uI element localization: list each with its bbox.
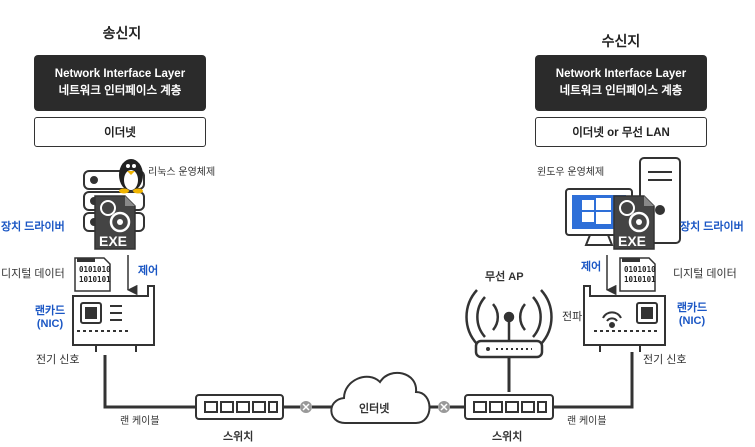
sender-protocol-box: 이더넷	[34, 117, 206, 147]
sender-layer-name-en: Network Interface Layer	[54, 68, 186, 80]
cable-lines	[103, 352, 634, 409]
receiver-lan-card-label: 랜카드 (NIC)	[676, 302, 708, 327]
sender-title: 송신지	[102, 25, 142, 41]
receiver-radio-label: 전파	[562, 311, 583, 323]
receiver-cable-label: 랜 케이블	[567, 416, 607, 427]
sender-switch-label: 스위치	[223, 431, 254, 443]
sender-digital-data-label: 디지털 데이터	[1, 268, 65, 280]
receiver-title: 수신지	[601, 33, 641, 49]
receiver-nic-card-icon	[583, 285, 666, 352]
wireless-ap-label: 무선 AP	[485, 271, 524, 283]
receiver-digital-data-icon	[619, 257, 656, 292]
receiver-electric-signal-label: 전기 신호	[643, 354, 687, 366]
wireless-ap-icon	[465, 289, 553, 359]
internet-label: 인터넷	[359, 403, 390, 415]
receiver-control-label: 제어	[581, 261, 602, 273]
receiver-exe-text: EXE	[618, 233, 647, 249]
sender-nic-card-icon	[72, 285, 155, 352]
windows-logo-icon	[582, 198, 611, 224]
linux-penguin-icon	[119, 159, 143, 194]
receiver-layer-name-en: Network Interface Layer	[555, 68, 687, 80]
sender-exe-file-icon	[94, 195, 136, 250]
sender-layer-box: Network Interface Layer 네트워크 인터페이스 계층	[34, 55, 206, 111]
receiver-switch-label: 스위치	[492, 431, 523, 443]
sender-electric-signal-label: 전기 신호	[36, 354, 80, 366]
sender-cable-line	[103, 355, 196, 409]
sender-exe-text: EXE	[99, 233, 128, 249]
receiver-exe-file-icon	[613, 195, 655, 250]
sender-control-label: 제어	[138, 265, 159, 277]
receiver-driver-label: 장치 드라이버	[680, 221, 744, 233]
sender-os-label: 리눅스 운영체제	[148, 167, 216, 178]
internet-cloud-icon	[330, 372, 431, 424]
receiver-digital-data-label: 디지털 데이터	[673, 268, 737, 280]
receiver-os-label: 윈도우 운영체제	[537, 167, 605, 178]
receiver-layer-name-ko: 네트워크 인터페이스 계층	[559, 85, 683, 97]
sender-switch-icon	[195, 394, 284, 420]
sender-driver-label: 장치 드라이버	[1, 221, 65, 233]
sender-lan-card-label: 랜카드 (NIC)	[34, 305, 66, 330]
receiver-protocol-box: 이더넷 or 무선 LAN	[535, 117, 707, 147]
receiver-switch-icon	[464, 394, 554, 420]
receiver-layer-box: Network Interface Layer 네트워크 인터페이스 계층	[535, 55, 707, 111]
sender-layer-name-ko: 네트워크 인터페이스 계층	[58, 85, 182, 97]
connector-node-left	[300, 401, 312, 413]
sender-digital-data-icon	[74, 257, 111, 292]
receiver-cable-line	[553, 352, 634, 409]
sender-cable-label: 랜 케이블	[120, 416, 160, 427]
sender-binary-text: 0101010 1010101	[79, 265, 111, 284]
connector-node-right	[438, 401, 450, 413]
receiver-binary-text: 0101010 1010101	[624, 265, 656, 284]
